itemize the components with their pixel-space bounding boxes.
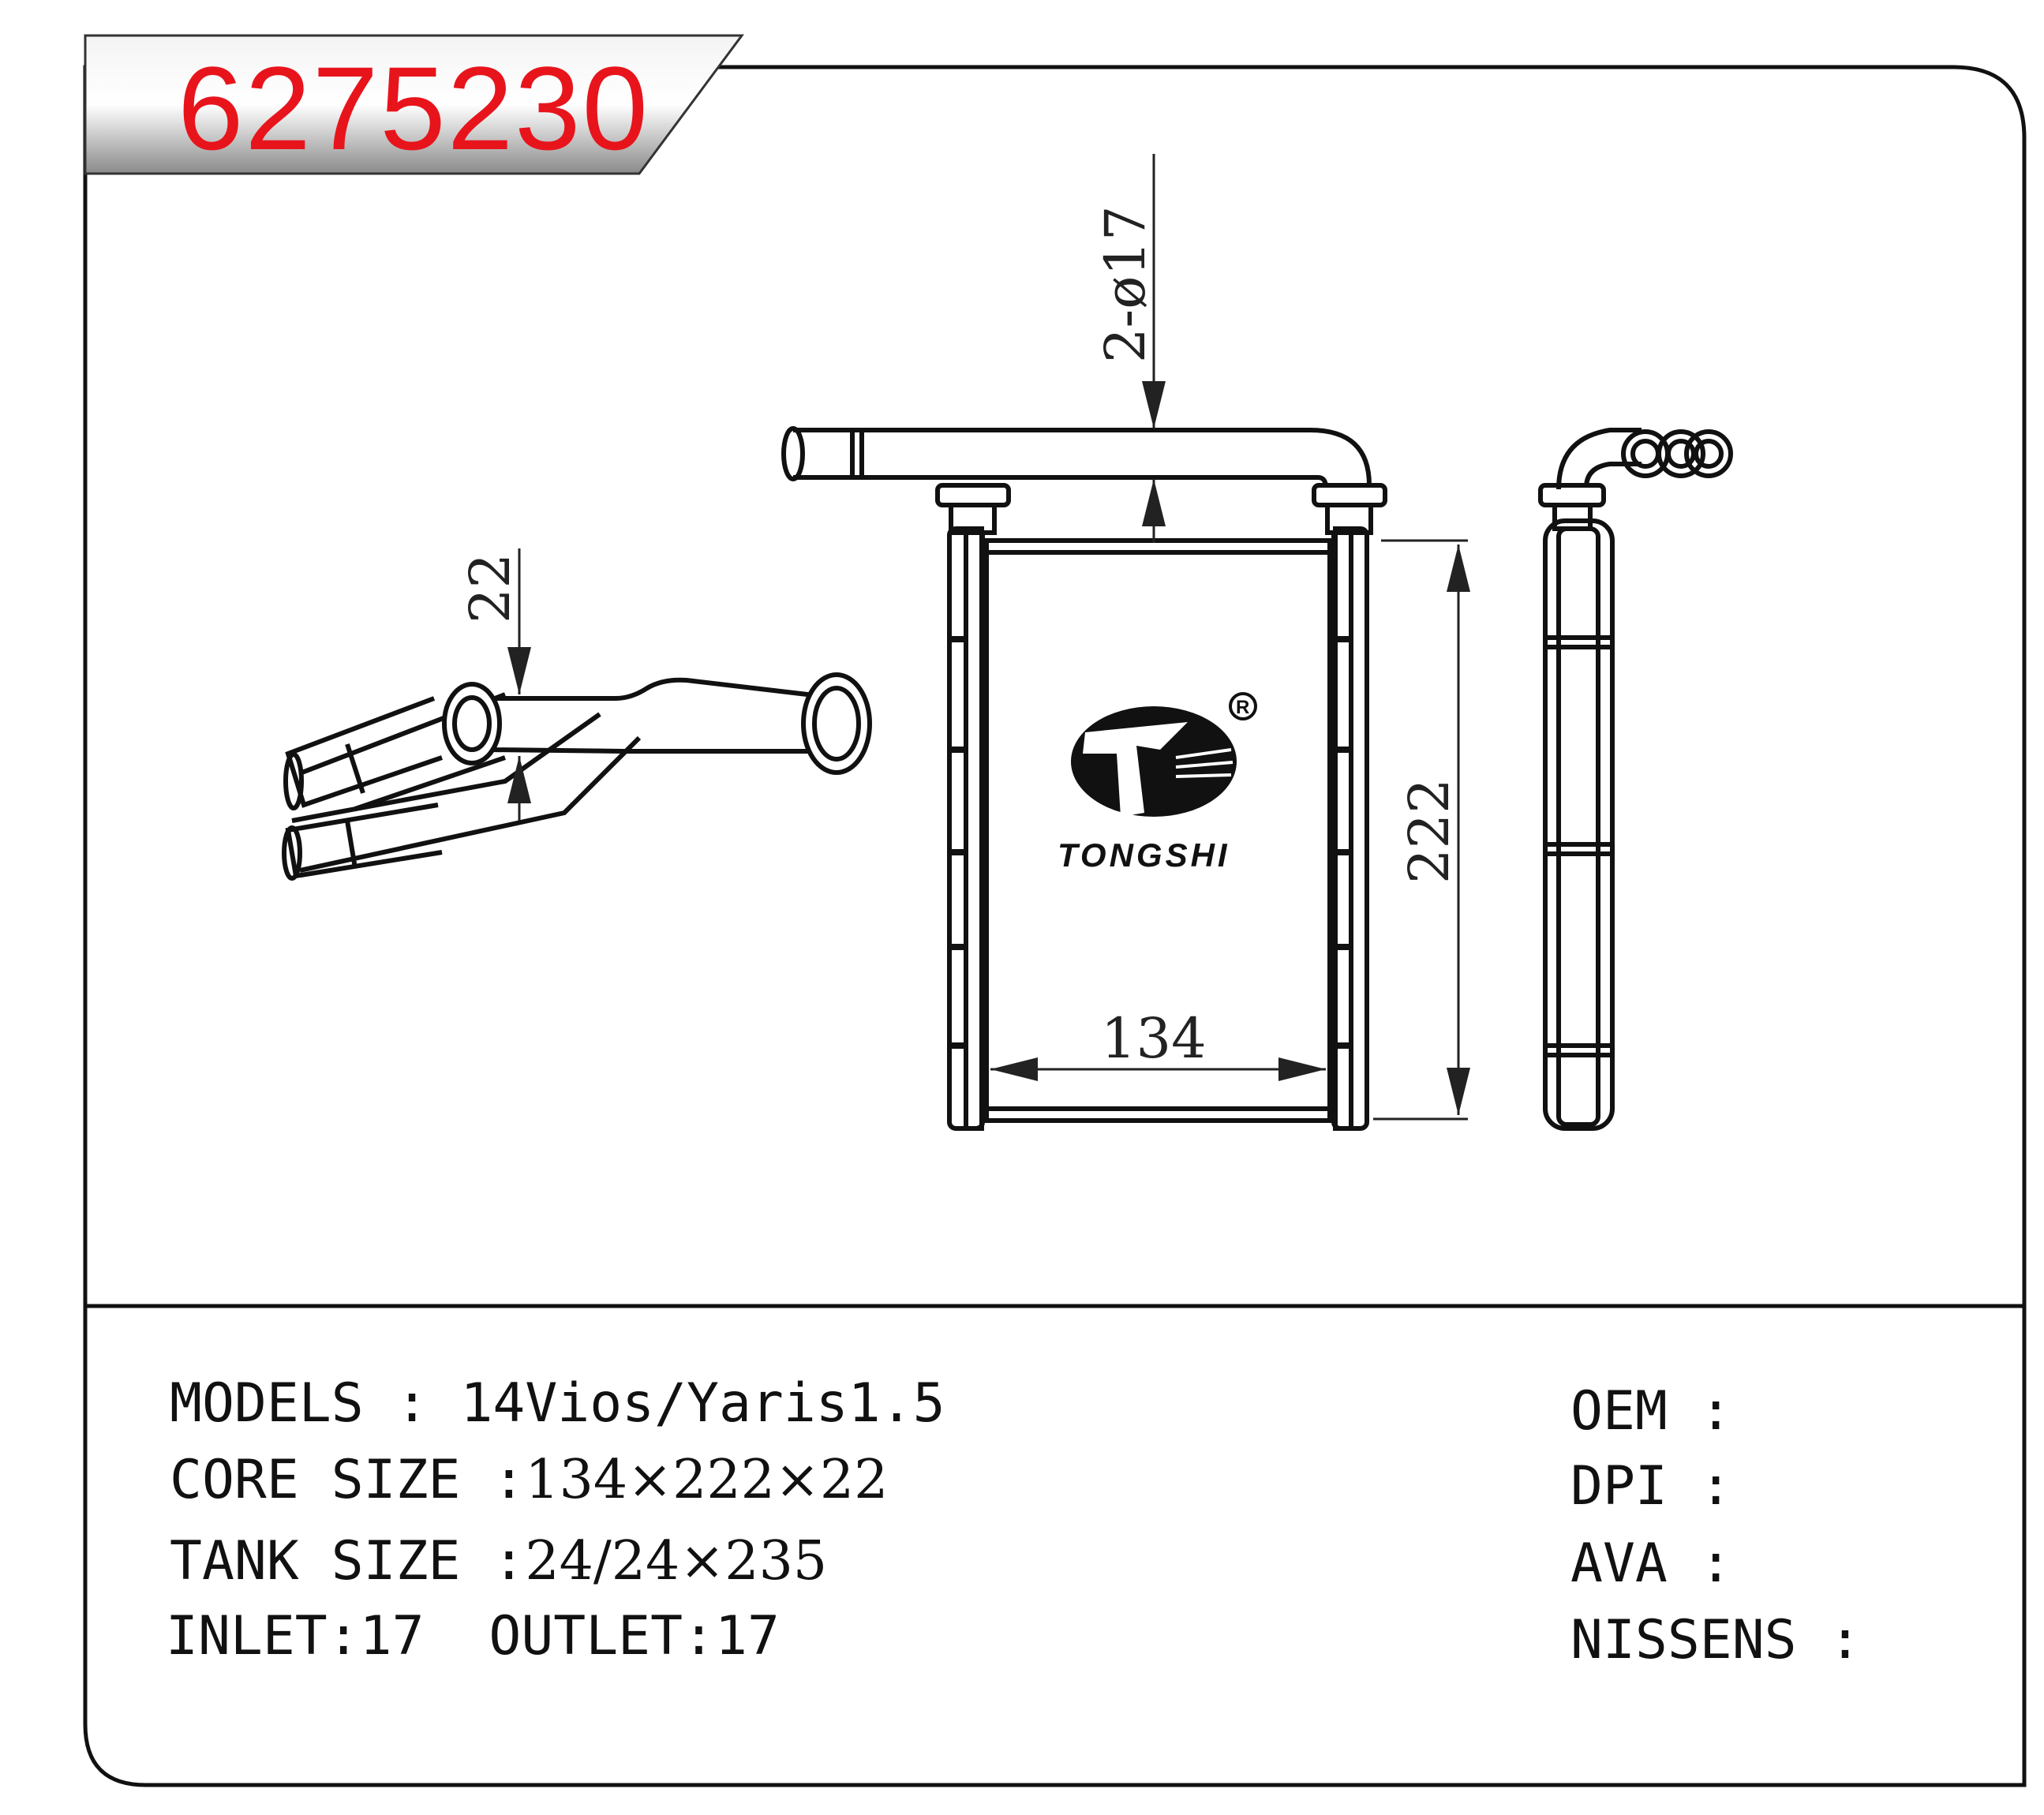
reference-sep: : xyxy=(1796,1609,1862,1671)
inlet-outlet-row: INLET:17 OUTLET:17 xyxy=(166,1610,780,1663)
tank-profile xyxy=(1543,518,1615,1131)
pipe-side-view xyxy=(282,672,872,881)
outlet-label: OUTLET: xyxy=(489,1605,715,1667)
reference-label: AVA xyxy=(1570,1532,1668,1595)
tank-size-value: 24/24×235 xyxy=(525,1530,828,1592)
registered-mark: R xyxy=(1236,697,1249,718)
tongshi-logo: R TONGSHI xyxy=(1058,692,1257,874)
inlet-dimension: 2-ø17 xyxy=(1093,154,1166,543)
core-size-sep: : xyxy=(460,1449,526,1511)
models-value: 14Vios/Yaris1.5 xyxy=(460,1372,945,1435)
reference-sep: : xyxy=(1667,1532,1732,1595)
models-label: MODELS xyxy=(170,1372,364,1435)
top-pipe-inlet xyxy=(781,426,805,481)
reference-sep: : xyxy=(1667,1455,1732,1517)
height-dimension-label: 222 xyxy=(1397,778,1462,884)
tank-side-view xyxy=(1538,428,1733,1131)
reference-label: DPI xyxy=(1570,1455,1668,1517)
inlet-dimension-label: 2-ø17 xyxy=(1093,206,1158,363)
top-pipe xyxy=(793,428,1372,486)
height-dimension: 222 xyxy=(1373,539,1470,1121)
models-sep: : xyxy=(363,1372,461,1435)
core xyxy=(984,538,1332,1123)
core-size-label: CORE SIZE xyxy=(170,1449,461,1511)
reference-label: OEM xyxy=(1570,1380,1668,1443)
spacing-dimension: 22 xyxy=(458,548,531,821)
reference-ava: AVA : xyxy=(1570,1537,1732,1591)
front-view xyxy=(781,426,1387,1131)
brand-name: TONGSHI xyxy=(1058,836,1230,874)
reference-dpi: DPI : xyxy=(1570,1460,1732,1514)
right-flange xyxy=(1312,483,1387,507)
tank-size-row: TANK SIZE :24/24×235 xyxy=(170,1535,827,1589)
part-number-banner xyxy=(84,34,744,175)
left-flange xyxy=(935,483,1011,507)
reference-sep: : xyxy=(1667,1380,1732,1443)
core-size-value: 134×222×22 xyxy=(525,1449,889,1511)
models-row: MODELS : 14Vios/Yaris1.5 xyxy=(170,1377,945,1431)
reference-oem: OEM : xyxy=(1570,1385,1732,1439)
tank-size-label: TANK SIZE xyxy=(170,1530,461,1592)
reference-label: NISSENS xyxy=(1570,1609,1797,1671)
outer-frame xyxy=(83,65,2027,1787)
part-number: 6275230 xyxy=(178,42,650,174)
inlet-label: INLET: xyxy=(166,1605,360,1667)
width-dimension: 134 xyxy=(990,1006,1326,1081)
width-dimension-label: 134 xyxy=(1101,1006,1207,1071)
core-size-row: CORE SIZE :134×222×22 xyxy=(170,1454,888,1507)
outlet-value: 17 xyxy=(715,1605,780,1667)
spacing-dimension-label: 22 xyxy=(458,553,522,623)
logo-emblem xyxy=(1071,706,1237,817)
inlet-value: 17 xyxy=(359,1605,425,1667)
tank-size-sep: : xyxy=(460,1530,526,1592)
reference-nissens: NISSENS : xyxy=(1570,1614,1861,1667)
